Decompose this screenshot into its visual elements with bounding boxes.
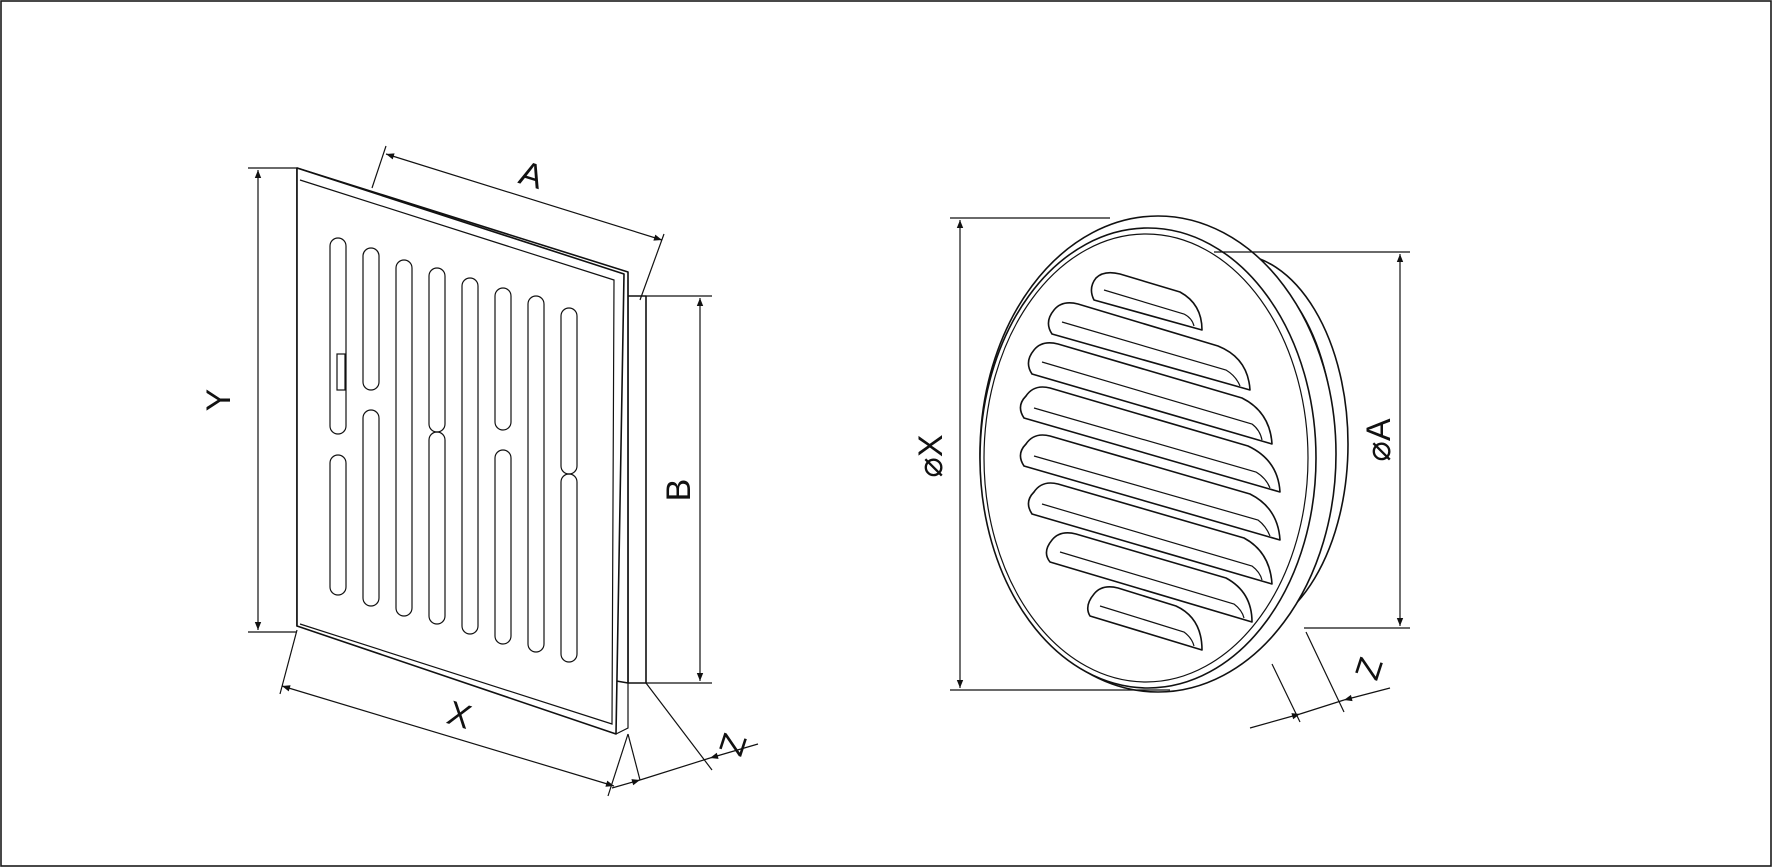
dim-label-z-round: Z <box>1348 653 1391 685</box>
dim-label-dia-a: ⌀A <box>1360 418 1398 461</box>
square-slots <box>329 237 578 663</box>
dim-label-x: X <box>443 694 476 737</box>
square-grille: Y A B X Z <box>200 145 759 797</box>
dim-label-a: A <box>515 154 548 197</box>
round-louvres <box>1019 271 1281 651</box>
dim-label-b: B <box>660 479 698 502</box>
round-grille: ⌀X ⌀A Z <box>912 215 1410 729</box>
dim-label-y: Y <box>200 389 238 412</box>
dim-label-dia-x: ⌀X <box>912 434 950 477</box>
